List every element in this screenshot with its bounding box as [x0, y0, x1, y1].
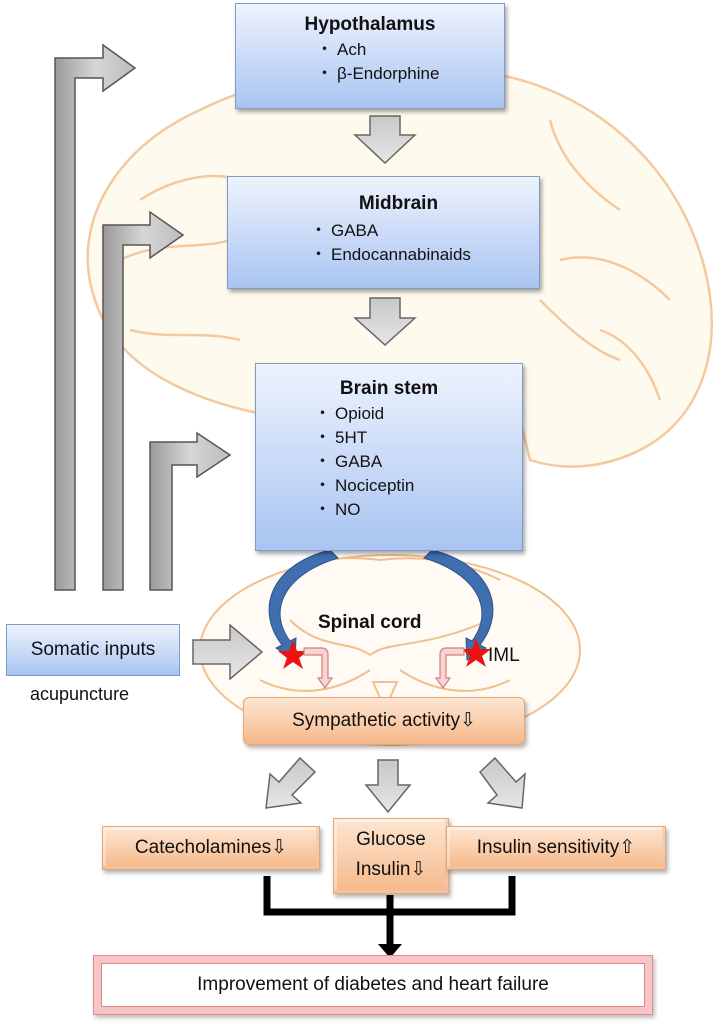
insulin-label: Insulin⇩ — [355, 859, 427, 880]
pink-arrow-right — [434, 647, 465, 690]
merge-arrowhead — [378, 944, 402, 958]
sympathetic-activity-label: Sympathetic activity⇩ — [292, 710, 476, 731]
glucose-label: Glucose — [356, 829, 426, 850]
list-item: GABA — [314, 450, 522, 474]
arrow-to-insulin-sensitivity — [478, 756, 526, 809]
hypothalamus-box: Hypothalamus Ach β-Endorphine — [235, 3, 505, 109]
glucose-insulin-box: Glucose Insulin⇩ — [333, 818, 449, 894]
list-item: Ach — [316, 38, 504, 62]
somatic-input-arrow — [192, 623, 264, 681]
hypothalamus-title: Hypothalamus — [304, 14, 436, 35]
ascending-arrow-brainstem — [149, 431, 232, 591]
list-item: Nociceptin — [314, 474, 522, 498]
acupuncture-label: acupuncture — [30, 684, 130, 704]
list-item: Endocannabinaids — [310, 243, 539, 267]
insulin-sensitivity-box: Insulin sensitivity⇧ — [446, 826, 666, 870]
midbrain-title: Midbrain — [358, 193, 439, 214]
sympathetic-activity-box: Sympathetic activity⇩ — [243, 697, 525, 745]
brainstem-title: Brain stem — [339, 378, 439, 399]
arrow-to-catecholamines — [265, 756, 317, 809]
list-item: β-Endorphine — [316, 62, 504, 86]
down-arrow-hypothalamus-to-midbrain — [353, 115, 417, 165]
merge-connector — [263, 876, 516, 945]
spinal-cord-label: Spinal cord — [318, 612, 422, 633]
catecholamines-label: Catecholamines⇩ — [134, 837, 288, 858]
insulin-sensitivity-label: Insulin sensitivity⇧ — [476, 837, 636, 858]
brainstem-box: Brain stem Opioid 5HT GABA Nociceptin NO — [255, 363, 523, 551]
somatic-inputs-box: Somatic inputs — [6, 624, 180, 676]
final-outcome-label: Improvement of diabetes and heart failur… — [197, 974, 549, 995]
midbrain-box: Midbrain GABA Endocannabinaids — [227, 176, 540, 289]
star-icon-right — [461, 638, 491, 667]
somatic-inputs-label: Somatic inputs — [30, 639, 156, 660]
list-item: GABA — [310, 219, 539, 243]
list-item: NO — [314, 498, 522, 522]
iml-label: IML — [488, 645, 520, 666]
pink-arrow-left — [303, 647, 334, 690]
hypothalamus-items: Ach β-Endorphine — [316, 38, 504, 86]
ascending-arrow-midbrain — [102, 210, 185, 591]
list-item: Opioid — [314, 402, 522, 426]
final-outcome-box: Improvement of diabetes and heart failur… — [93, 955, 653, 1015]
brainstem-items: Opioid 5HT GABA Nociceptin NO — [314, 402, 522, 522]
midbrain-items: GABA Endocannabinaids — [310, 219, 539, 267]
star-icon-left — [278, 640, 308, 669]
down-arrow-midbrain-to-brainstem — [353, 297, 417, 347]
ascending-arrow-hypothalamus — [54, 43, 137, 591]
arrow-to-glucose — [364, 759, 412, 814]
list-item: 5HT — [314, 426, 522, 450]
catecholamines-box: Catecholamines⇩ — [102, 826, 320, 870]
final-outcome-inner: Improvement of diabetes and heart failur… — [101, 963, 645, 1007]
